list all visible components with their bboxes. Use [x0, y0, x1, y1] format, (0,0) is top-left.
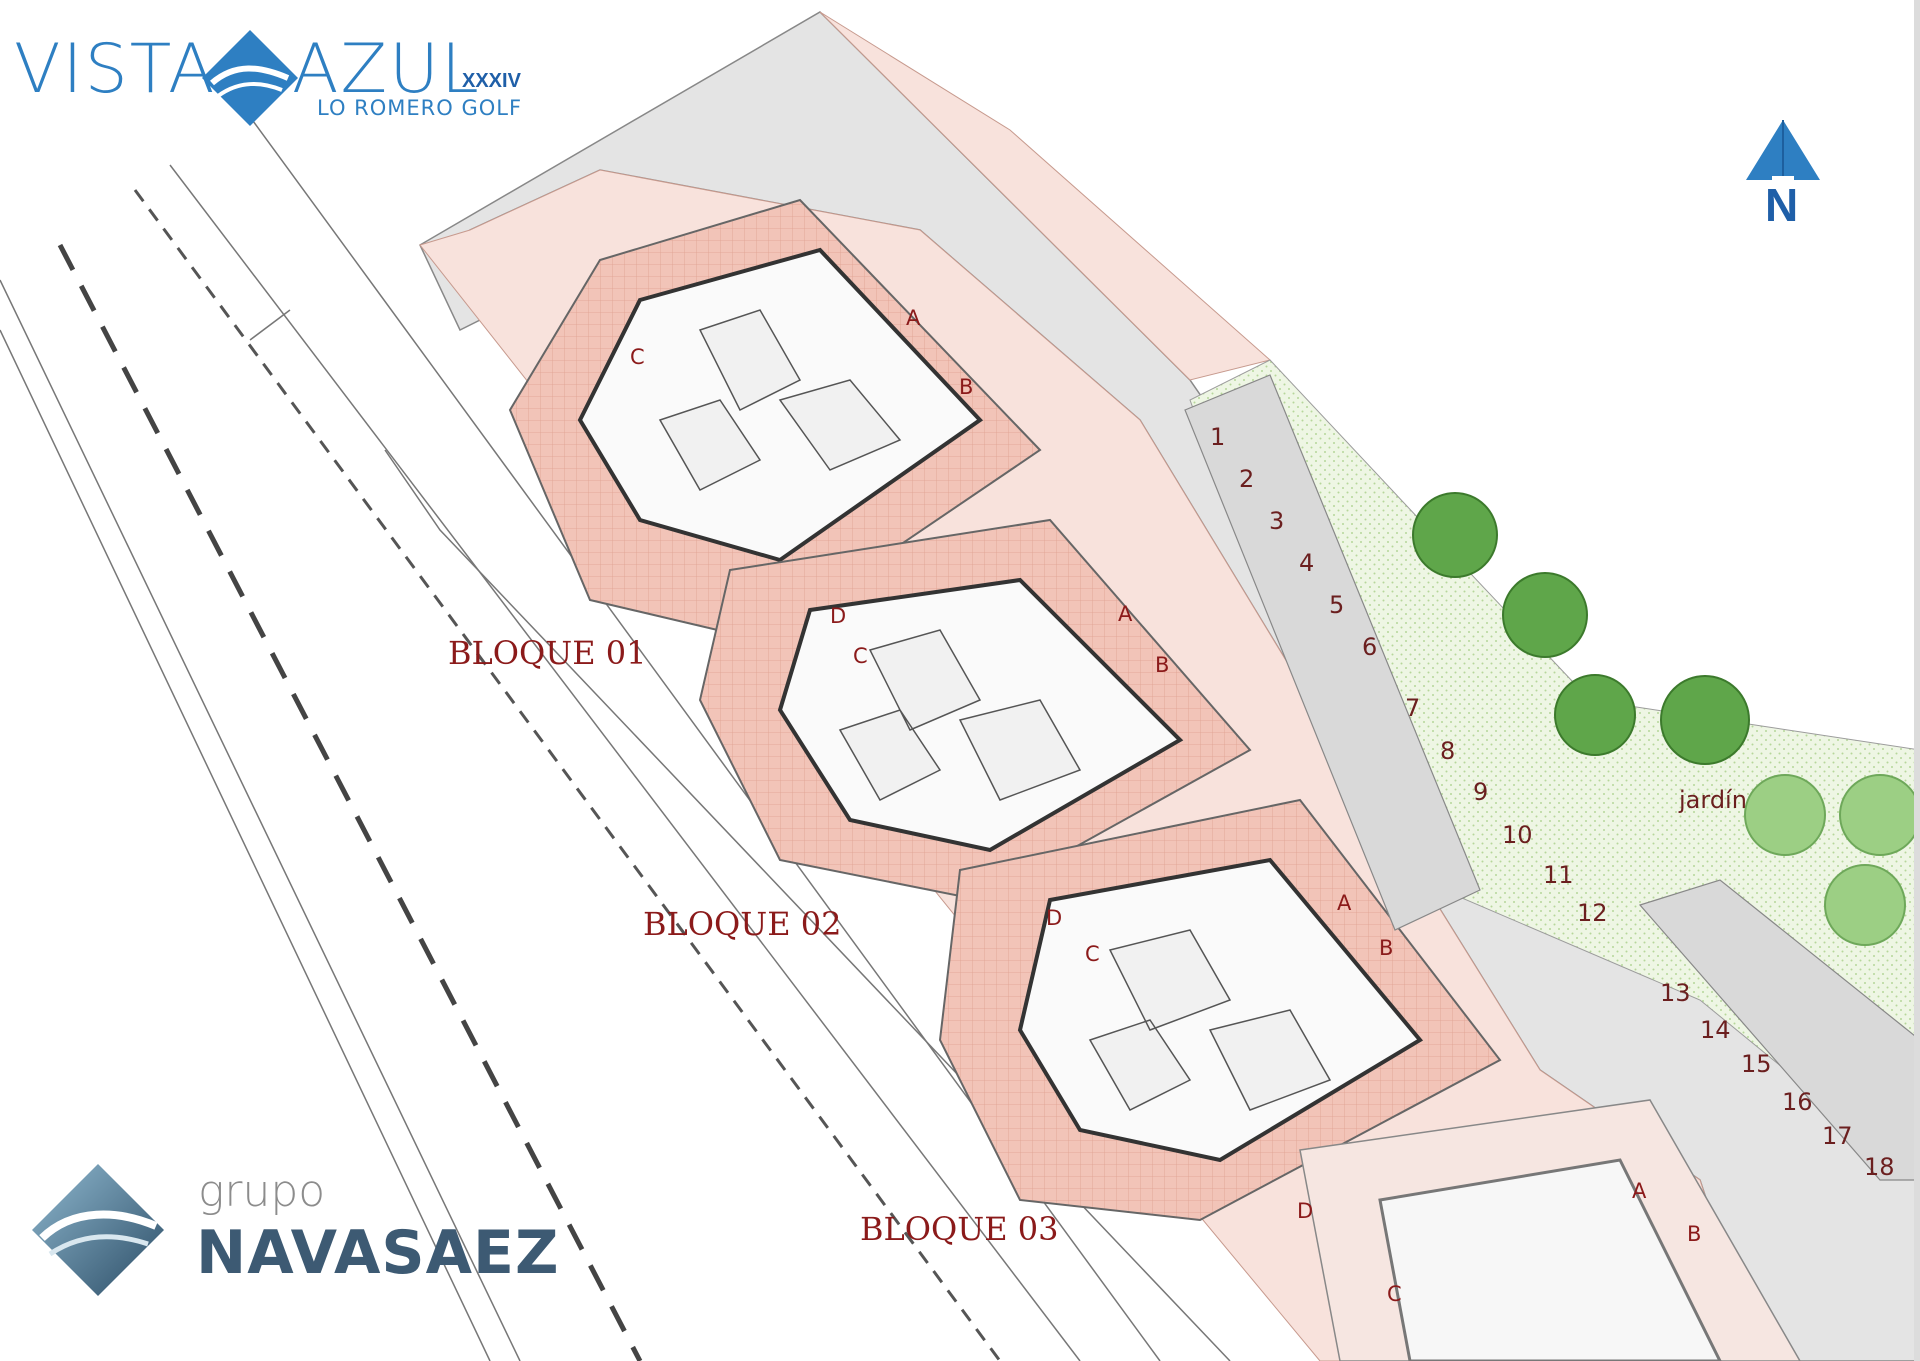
unit-label-a: A [1118, 602, 1133, 626]
brand-diamond-icon [202, 30, 298, 126]
developer-prefix: grupo [198, 1166, 326, 1217]
unit-label-a: A [906, 306, 921, 330]
parking-number: 9 [1473, 778, 1489, 806]
block-01-label: BLOQUE 01 [448, 634, 647, 672]
unit-label-b: B [1155, 653, 1170, 677]
unit-label-d: D [1297, 1199, 1314, 1223]
garden-trees [1412, 492, 1920, 946]
parking-number: 15 [1741, 1050, 1772, 1078]
block-01-plot [508, 198, 1042, 642]
north-label: N [1765, 179, 1799, 231]
parking-number: 4 [1299, 549, 1315, 577]
parking-number: 8 [1440, 737, 1456, 765]
brand-word-left: VISTA [14, 30, 217, 109]
parking-number: 14 [1700, 1016, 1731, 1044]
parking-number: 18 [1864, 1153, 1895, 1181]
unit-label-c: C [853, 644, 868, 668]
parking-number: 5 [1329, 591, 1345, 619]
brand-edition: XXXIV [462, 70, 521, 92]
developer-logo: grupo NAVASAEZ [28, 1160, 568, 1320]
brand-word-right: AZUL [292, 30, 481, 109]
brand-subtitle: LO ROMERO GOLF [317, 96, 523, 120]
parking-number: 11 [1543, 861, 1574, 889]
parking-number: 3 [1269, 507, 1285, 535]
unit-label-b: B [1687, 1222, 1702, 1246]
parking-number: 16 [1782, 1088, 1813, 1116]
unit-label-a: A [1632, 1179, 1647, 1203]
parking-number: 12 [1577, 899, 1608, 927]
block-03-label: BLOQUE 03 [860, 1210, 1059, 1248]
block-02-label: BLOQUE 02 [643, 905, 842, 943]
unit-label-d: D [830, 604, 847, 628]
block-03-plot [938, 798, 1502, 1222]
page-edge [1914, 0, 1920, 1361]
developer-name: NAVASAEZ [196, 1218, 560, 1288]
parking-number: 17 [1822, 1122, 1853, 1150]
garden-label: jardín [1679, 786, 1747, 814]
parking-number: 13 [1660, 979, 1691, 1007]
unit-label-a: A [1337, 891, 1352, 915]
brand-logo: VISTA AZUL XXXIV LO ROMERO GOLF [14, 30, 534, 140]
block-02-plot [698, 518, 1252, 902]
unit-label-c: C [1387, 1282, 1402, 1306]
parking-number: 1 [1210, 423, 1226, 451]
developer-diamond-icon [32, 1164, 164, 1296]
unit-label-c: C [1085, 942, 1100, 966]
unit-label-b: B [1379, 936, 1394, 960]
unit-label-b: B [959, 375, 974, 399]
parking-number: 6 [1362, 633, 1378, 661]
parking-number: 10 [1502, 821, 1533, 849]
parking-number: 7 [1405, 694, 1421, 722]
unit-label-d: D [1046, 906, 1063, 930]
parking-number: 2 [1239, 465, 1255, 493]
parking-rows [1184, 374, 1920, 1181]
north-arrow-icon [1746, 120, 1820, 180]
block-04-plot-partial [1299, 1099, 1801, 1361]
unit-label-c: C [630, 345, 645, 369]
